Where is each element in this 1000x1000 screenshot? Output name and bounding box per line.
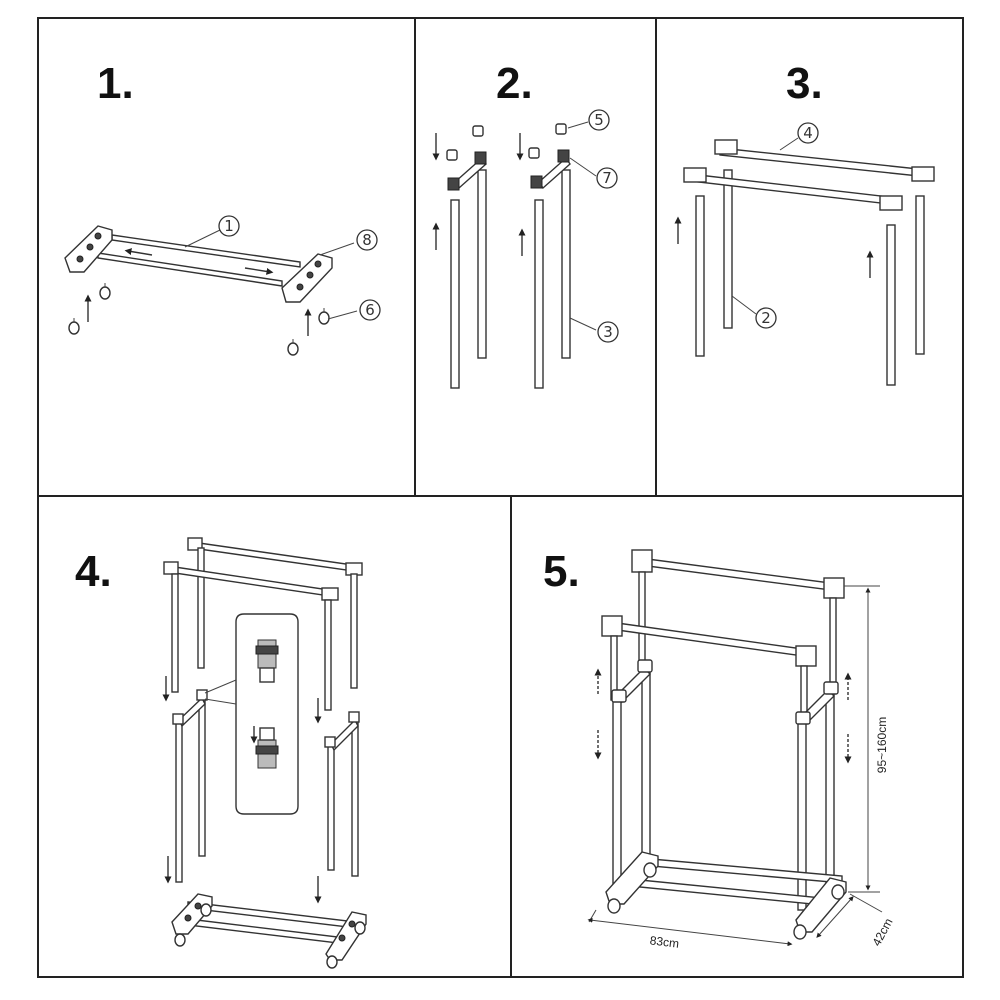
svg-text:2: 2 (761, 309, 771, 327)
step-number-5: 5. (543, 547, 580, 596)
hanging-bar-back (639, 557, 839, 592)
callout-6: 6 (359, 299, 381, 321)
callout-7: 7 (596, 167, 618, 189)
svg-text:4: 4 (803, 124, 813, 142)
caster-wheel (287, 339, 299, 356)
svg-text:3: 3 (603, 323, 613, 341)
inner-pole (723, 169, 733, 329)
right-foot-bracket (281, 253, 333, 303)
callout-1: 1 (218, 215, 240, 237)
step-2-upright-assembly (432, 121, 597, 389)
inner-pole (915, 195, 925, 355)
upright-pole (477, 169, 487, 359)
upright-pole (534, 199, 544, 389)
height-dimension-label: 95~160cm (875, 717, 889, 773)
inner-pole (695, 195, 705, 357)
left-foot-bracket (64, 225, 113, 273)
upright-pole (561, 169, 571, 359)
svg-text:7: 7 (602, 169, 612, 187)
step-3-top-bars (674, 137, 935, 386)
caster-wheel (318, 308, 330, 325)
svg-text:6: 6 (365, 301, 375, 319)
hanging-bar-back (719, 147, 929, 178)
hanging-bar-front (689, 173, 899, 206)
connector-detail-inset (204, 613, 299, 815)
svg-text:8: 8 (362, 231, 372, 249)
caster-wheel (99, 283, 111, 300)
step-1-base-assembly (64, 225, 358, 356)
step-5-completed-rack (587, 549, 883, 947)
callout-8: 8 (356, 229, 378, 251)
callout-4: 4 (797, 122, 819, 144)
svg-text:1: 1 (224, 217, 234, 235)
step-number-2: 2. (496, 59, 533, 108)
width-dimension-label: 83cm (649, 933, 680, 950)
caster-wheel (68, 318, 80, 335)
inner-pole (886, 224, 896, 386)
step-number-1: 1. (97, 59, 134, 108)
svg-text:5: 5 (594, 111, 604, 129)
step-number-3: 3. (786, 59, 823, 108)
step-4-frame-joining (162, 537, 367, 969)
step-number-4: 4. (75, 547, 112, 596)
callout-3: 3 (597, 321, 619, 343)
depth-dimension-label: 42cm (869, 916, 895, 948)
upright-pole (450, 199, 460, 389)
callout-5: 5 (588, 109, 610, 131)
callout-2: 2 (755, 307, 777, 329)
